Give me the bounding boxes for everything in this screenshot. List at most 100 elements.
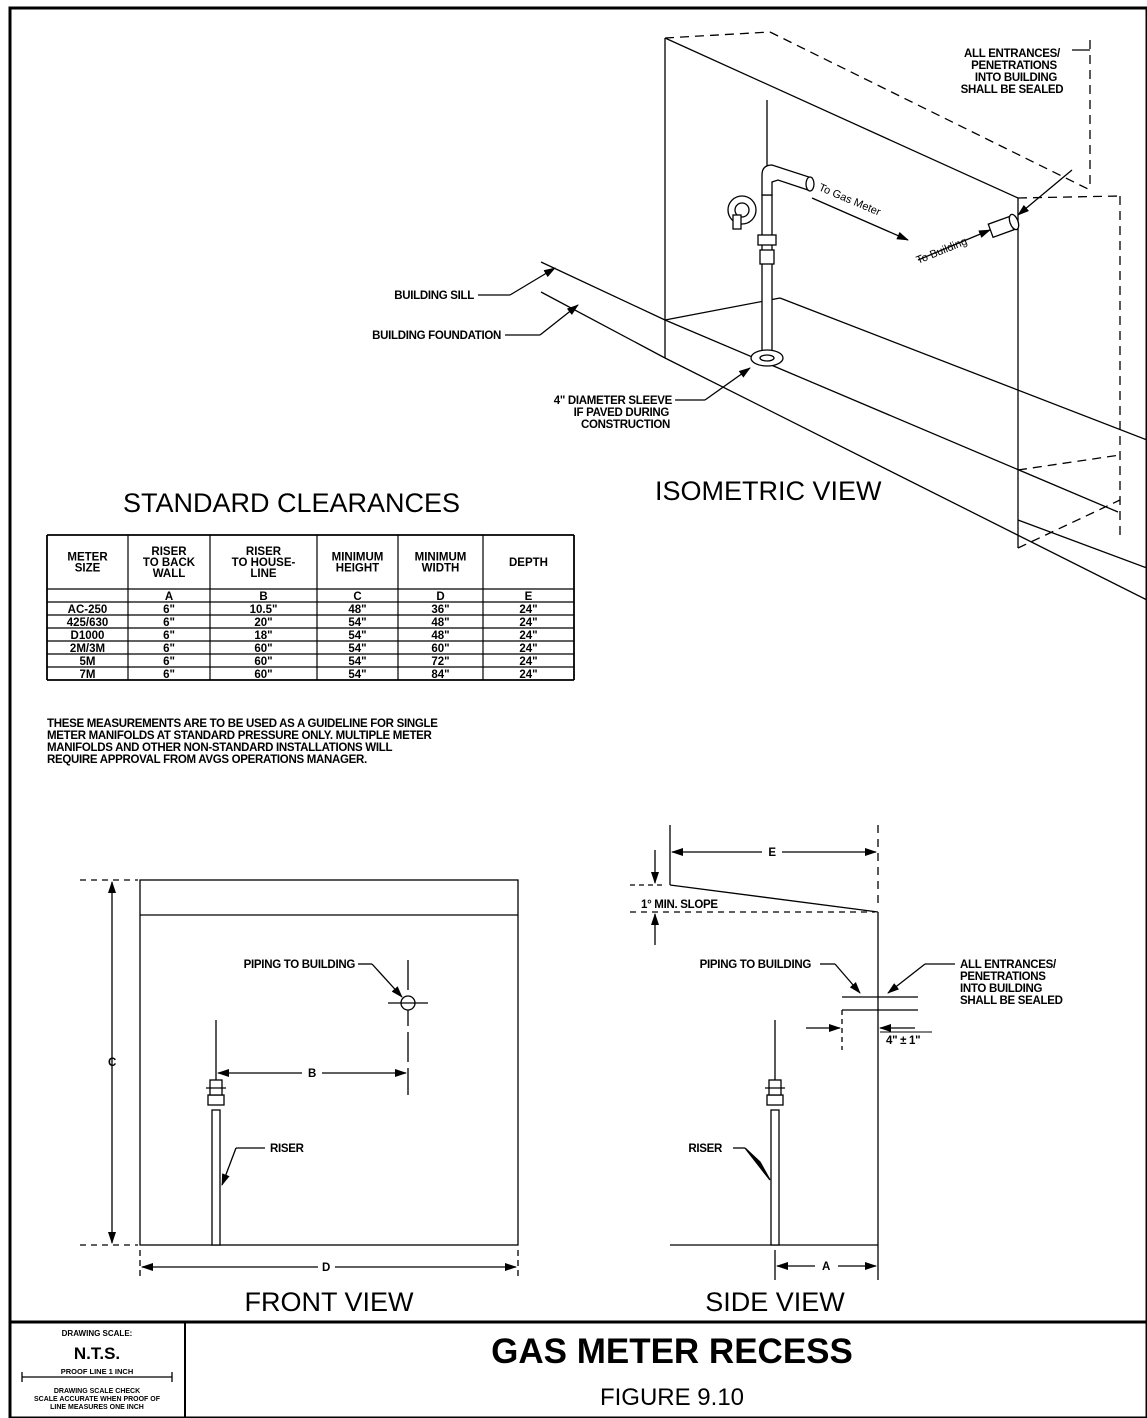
slope-label: 1° MIN. SLOPE xyxy=(641,899,718,911)
clearance-cell: 24" xyxy=(519,630,537,642)
isometric-view-title: ISOMETRIC VIEW xyxy=(655,476,882,506)
iso-entrances-note-2: PENETRATIONS xyxy=(971,60,1057,72)
meter-size-cell: 425/630 xyxy=(67,617,109,629)
clearance-cell: 6" xyxy=(163,643,175,655)
sleeve-note-1: 4" DIAMETER SLEEVE xyxy=(554,395,673,407)
scale-check-3: LINE MEASURES ONE INCH xyxy=(50,1404,144,1411)
side-view-title: SIDE VIEW xyxy=(705,1287,845,1317)
clearance-cell: 60" xyxy=(254,669,272,681)
note-line-1: THESE MEASUREMENTS ARE TO BE USED AS A G… xyxy=(47,718,438,730)
meter-size-cell: AC-250 xyxy=(68,604,108,616)
gap-label: 4" ± 1" xyxy=(886,1035,920,1047)
clearance-cell: 6" xyxy=(163,617,175,629)
side-view xyxy=(630,825,955,1280)
dim-d-label: D xyxy=(322,1262,330,1274)
scale-label: DRAWING SCALE: xyxy=(62,1329,133,1338)
drawing-title: GAS METER RECESS xyxy=(491,1332,853,1371)
title-block-text: DRAWING SCALE: N.T.S. PROOF LINE 1 INCH … xyxy=(34,1329,853,1411)
dim-c-label: C xyxy=(108,1057,116,1069)
side-view-labels: E 1° MIN. SLOPE PIPING TO BUILDING ALL E… xyxy=(641,847,1063,1317)
side-entrances-note-2: PENETRATIONS xyxy=(960,971,1046,983)
clearance-cell: 54" xyxy=(348,617,366,629)
clearance-cell: 60" xyxy=(431,643,449,655)
side-entrances-note-1: ALL ENTRANCES/ xyxy=(960,959,1057,971)
clearance-cell: 20" xyxy=(254,617,272,629)
title-block xyxy=(10,1320,1147,1418)
proof-line-label: PROOF LINE 1 INCH xyxy=(61,1367,134,1376)
clearance-cell: 54" xyxy=(348,656,366,668)
clearance-cell: 6" xyxy=(163,669,175,681)
table-header: METER xyxy=(67,552,108,564)
clearance-cell: 6" xyxy=(163,604,175,616)
clearances-title: STANDARD CLEARANCES xyxy=(123,488,460,518)
meter-size-cell: D1000 xyxy=(71,630,105,642)
clearance-cell: 48" xyxy=(348,604,366,616)
clearance-cell: 54" xyxy=(348,669,366,681)
table-header: WIDTH xyxy=(422,563,460,575)
table-letter: B xyxy=(259,591,267,603)
clearance-cell: 24" xyxy=(519,643,537,655)
to-building-label: To Building xyxy=(915,235,969,266)
dim-a-label: A xyxy=(822,1261,830,1273)
clearance-cell: 24" xyxy=(519,656,537,668)
side-piping-label: PIPING TO BUILDING xyxy=(700,959,812,971)
table-header: TO BACK xyxy=(143,557,196,569)
to-gas-meter-label: To Gas Meter xyxy=(817,182,883,219)
front-piping-label: PIPING TO BUILDING xyxy=(244,959,356,971)
note-line-2: METER MANIFOLDS AT STANDARD PRESSURE ONL… xyxy=(47,730,433,742)
iso-entrances-note-3: INTO BUILDING xyxy=(975,72,1057,84)
clearances-note: THESE MEASUREMENTS ARE TO BE USED AS A G… xyxy=(47,718,439,766)
clearance-cell: 54" xyxy=(348,630,366,642)
note-line-3: MANIFOLDS AND OTHER NON-STANDARD INSTALL… xyxy=(47,742,392,754)
side-entrances-note-4: SHALL BE SEALED xyxy=(960,995,1063,1007)
table-letter: E xyxy=(525,591,533,603)
clearance-cell: 54" xyxy=(348,643,366,655)
table-header: DEPTH xyxy=(509,557,548,569)
clearance-cell: 36" xyxy=(431,604,449,616)
side-entrances-note-3: INTO BUILDING xyxy=(960,983,1042,995)
front-view xyxy=(80,879,519,1278)
clearance-cell: 60" xyxy=(254,643,272,655)
table-letter: D xyxy=(436,591,444,603)
clearance-cell: 24" xyxy=(519,604,537,616)
clearance-cell: 24" xyxy=(519,669,537,681)
table-header: LINE xyxy=(250,568,277,580)
dim-e-label: E xyxy=(768,847,776,859)
clearance-cell: 6" xyxy=(163,656,175,668)
meter-size-cell: 5M xyxy=(80,656,96,668)
note-line-4: REQUIRE APPROVAL FROM AVGS OPERATIONS MA… xyxy=(47,754,367,766)
table-header: HEIGHT xyxy=(336,563,379,575)
scale-value: N.T.S. xyxy=(74,1344,120,1363)
sleeve-note-2: IF PAVED DURING xyxy=(574,407,670,419)
table-header: MINIMUM xyxy=(332,552,384,564)
side-riser-label: RISER xyxy=(688,1143,723,1155)
figure-number: FIGURE 9.10 xyxy=(600,1384,744,1411)
meter-size-cell: 7M xyxy=(80,669,96,681)
table-letter: C xyxy=(353,591,361,603)
clearance-cell: 60" xyxy=(254,656,272,668)
clearance-cell: 6" xyxy=(163,630,175,642)
building-sill-label: BUILDING SILL xyxy=(394,290,474,302)
sheet-border xyxy=(8,6,1147,1418)
clearance-cell: 10.5" xyxy=(250,604,278,616)
iso-entrances-note-1: ALL ENTRANCES/ xyxy=(964,48,1061,60)
building-foundation-label: BUILDING FOUNDATION xyxy=(372,330,501,342)
table-header: WALL xyxy=(153,568,186,580)
front-view-title: FRONT VIEW xyxy=(244,1287,414,1317)
dim-b-label: B xyxy=(308,1068,316,1080)
clearance-cell: 24" xyxy=(519,617,537,629)
front-riser-label: RISER xyxy=(270,1143,305,1155)
table-header: RISER xyxy=(151,546,187,558)
table-header: SIZE xyxy=(75,563,101,575)
clearance-cell: 84" xyxy=(431,669,449,681)
table-header: TO HOUSE- xyxy=(232,557,296,569)
meter-size-cell: 2M/3M xyxy=(70,643,105,655)
front-view-labels: PIPING TO BUILDING RISER B C D FRONT VIE… xyxy=(108,959,414,1317)
sleeve-note-3: CONSTRUCTION xyxy=(581,419,670,431)
table-letter: A xyxy=(165,591,173,603)
clearance-cell: 48" xyxy=(431,617,449,629)
clearance-cell: 72" xyxy=(431,656,449,668)
scale-check-1: DRAWING SCALE CHECK xyxy=(54,1388,140,1395)
scale-check-2: SCALE ACCURATE WHEN PROOF OF xyxy=(34,1396,161,1403)
